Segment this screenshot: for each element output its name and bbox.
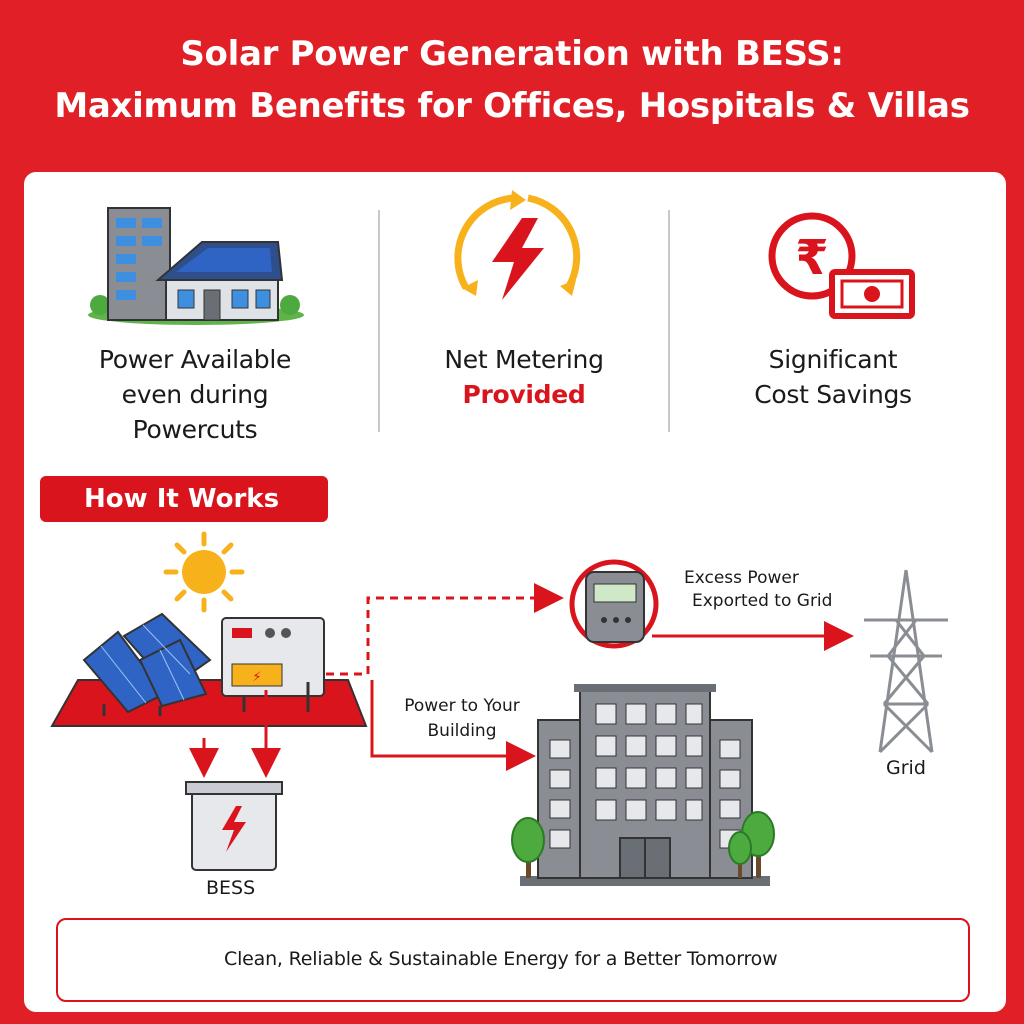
highlight-provided: Provided bbox=[462, 380, 586, 409]
net-metering-icon bbox=[454, 190, 581, 300]
how-it-works-badge: How It Works bbox=[40, 476, 328, 522]
footer-banner: Clean, Reliable & Sustainable Energy for… bbox=[56, 918, 970, 1002]
label-excess-power: Excess Power Exported to Grid bbox=[684, 568, 833, 611]
rupee-savings-icon: ₹ bbox=[768, 212, 915, 319]
footer-text: Clean, Reliable & Sustainable Energy for… bbox=[224, 948, 778, 970]
label-grid: Grid bbox=[886, 757, 926, 779]
energy-meter-icon bbox=[569, 559, 659, 649]
benefit-cost-savings: Significant Cost Savings bbox=[754, 345, 912, 409]
benefit-net-metering: Net Metering Provided bbox=[396, 342, 652, 412]
svg-text:⚡: ⚡ bbox=[252, 670, 261, 685]
label-bess: BESS bbox=[206, 877, 256, 899]
solar-panels-icon bbox=[82, 612, 212, 716]
svg-text:₹: ₹ bbox=[795, 230, 828, 286]
sun-icon bbox=[163, 531, 245, 613]
grid-tower-icon bbox=[864, 569, 948, 754]
inverter-icon: ⚡ bbox=[221, 617, 325, 712]
divider-1 bbox=[378, 210, 380, 432]
benefit-power-available: Power Available even during Powercuts bbox=[98, 345, 292, 444]
building-house-solar-icon bbox=[88, 207, 304, 325]
title-line-1: Solar Power Generation with BESS: bbox=[180, 34, 844, 74]
label-power-to-building: Power to Your Building bbox=[404, 696, 520, 741]
title-line-2: Maximum Benefits for Offices, Hospitals … bbox=[54, 86, 970, 126]
office-building-icon bbox=[520, 684, 770, 886]
tree-icon bbox=[511, 811, 775, 878]
divider-2 bbox=[668, 210, 670, 432]
bess-battery-icon bbox=[185, 781, 283, 871]
page-title: Solar Power Generation with BESS: Maximu… bbox=[0, 28, 1024, 132]
